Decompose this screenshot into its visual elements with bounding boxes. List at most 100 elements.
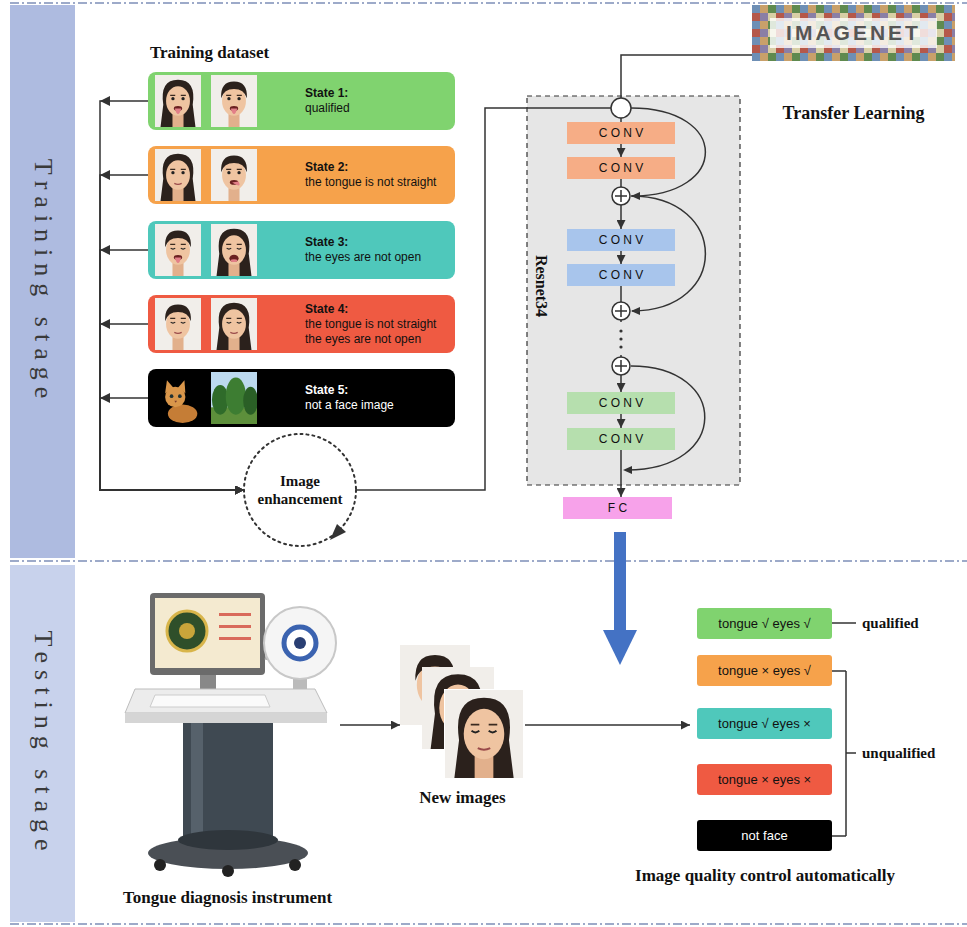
drawing-shape xyxy=(211,372,258,424)
flow-connector xyxy=(620,450,622,497)
result-box: tongue √ eyes × xyxy=(697,708,832,739)
drawing-shape xyxy=(284,627,316,659)
drawing-shape xyxy=(155,75,201,127)
state-description: the tongue is not straight the eyes are … xyxy=(305,317,450,347)
drawing-shape xyxy=(631,192,640,200)
drawing-shape xyxy=(631,307,640,315)
drawing-shape xyxy=(219,637,251,640)
drawing-shape xyxy=(191,723,203,843)
drawing-shape xyxy=(226,318,242,323)
drawing-shape xyxy=(294,637,306,649)
network-label: Resnet34 xyxy=(532,255,550,317)
drawing-shape xyxy=(183,723,273,843)
drawing-shape xyxy=(211,75,257,127)
drawing-shape xyxy=(125,713,327,723)
drawing-shape xyxy=(150,593,265,675)
drawing-shape xyxy=(619,329,622,332)
drawing-shape xyxy=(612,357,630,375)
conv-layer: C O N V xyxy=(567,122,675,144)
state-text: State 3:the eyes are not open xyxy=(305,221,450,279)
drawing-shape xyxy=(10,2,967,4)
drawing-shape xyxy=(832,622,856,624)
imagenet-logo: IMAGENETTransfer Learning xyxy=(752,5,955,61)
caption-label: Transfer Learning xyxy=(783,103,925,123)
result-box: tongue × eyes × xyxy=(697,764,832,795)
network-frame xyxy=(527,96,740,485)
input-joint xyxy=(611,98,631,118)
instrument-figure xyxy=(115,585,340,880)
drawing-shape xyxy=(155,75,201,127)
state-description: not a face image xyxy=(305,398,450,413)
drawing-shape xyxy=(155,224,201,276)
drawing-shape xyxy=(219,613,251,616)
state-title: State 3: xyxy=(305,235,450,250)
drawing-shape xyxy=(174,183,181,185)
flow-connector xyxy=(525,724,690,726)
drawing-shape xyxy=(155,149,201,201)
drawing-shape xyxy=(619,345,622,348)
feed-lines xyxy=(527,96,621,122)
drawing-shape xyxy=(623,466,632,474)
drawing-shape xyxy=(166,86,190,127)
logo-text: IMAGENET xyxy=(786,21,921,45)
result-box: tongue × eyes √ xyxy=(697,655,832,686)
enhancement-loop xyxy=(242,432,358,548)
drawing-shape xyxy=(444,689,524,779)
flow-connector xyxy=(340,724,400,726)
drawing-shape xyxy=(264,607,336,679)
drawing-shape xyxy=(170,244,186,249)
drawing-shape xyxy=(221,82,247,99)
drawing-shape xyxy=(155,372,201,424)
drawing-shape xyxy=(527,107,611,109)
drawing-shape xyxy=(222,865,234,877)
drawing-shape xyxy=(445,690,523,778)
drawing-shape xyxy=(221,156,247,173)
state-box: State 1:qualified xyxy=(148,72,455,130)
box-label: tongue √ eyes × xyxy=(718,716,811,732)
flow-connector xyxy=(620,251,622,264)
face-photos xyxy=(155,224,267,276)
drawing-shape xyxy=(211,149,257,201)
drawing-shape xyxy=(464,709,505,778)
state-box: State 3:the eyes are not open xyxy=(148,221,455,279)
state-text: State 2:the tongue is not straight xyxy=(305,146,450,204)
gap-patch xyxy=(612,322,631,355)
flow-connector xyxy=(620,414,622,428)
drawing-shape xyxy=(230,106,238,114)
drawing-shape xyxy=(165,305,191,322)
drawing-shape xyxy=(631,196,705,311)
drawing-shape xyxy=(211,75,257,127)
box-label: tongue × eyes √ xyxy=(718,663,811,679)
state-description: the eyes are not open xyxy=(305,250,450,265)
face-photos xyxy=(155,149,267,201)
drawing-shape xyxy=(165,231,191,248)
ellipsis-dots xyxy=(619,329,622,348)
state-title: State 1: xyxy=(305,86,450,101)
annotation-label: unqualified xyxy=(862,744,935,762)
drawing-shape xyxy=(170,318,186,323)
flow-connector xyxy=(620,144,622,157)
drawing-shape xyxy=(155,149,201,201)
drawing-shape xyxy=(615,305,627,317)
drawing-shape xyxy=(161,154,196,201)
stage-band: Training stage xyxy=(10,5,75,558)
drawing-shape xyxy=(612,187,630,205)
image-stack xyxy=(400,645,525,780)
drawing-shape xyxy=(174,332,181,334)
conv-layer: C O N V xyxy=(567,264,675,286)
drawing-shape xyxy=(230,332,237,334)
drawing-shape xyxy=(222,160,246,201)
drawing-shape xyxy=(154,859,166,871)
state-box: State 2:the tongue is not straight xyxy=(148,146,455,204)
box-label: tongue × eyes × xyxy=(718,772,811,788)
drawing-shape xyxy=(229,255,238,262)
non-face-photos xyxy=(155,372,267,424)
drawing-shape xyxy=(603,630,637,665)
drawing-shape xyxy=(155,298,201,350)
state-text: State 4:the tongue is not straight the e… xyxy=(305,295,450,353)
drawing-shape xyxy=(166,160,190,201)
state-description: the tongue is not straight xyxy=(305,175,450,190)
conv-layer: C O N V xyxy=(567,428,675,450)
state-description: qualified xyxy=(305,101,450,116)
